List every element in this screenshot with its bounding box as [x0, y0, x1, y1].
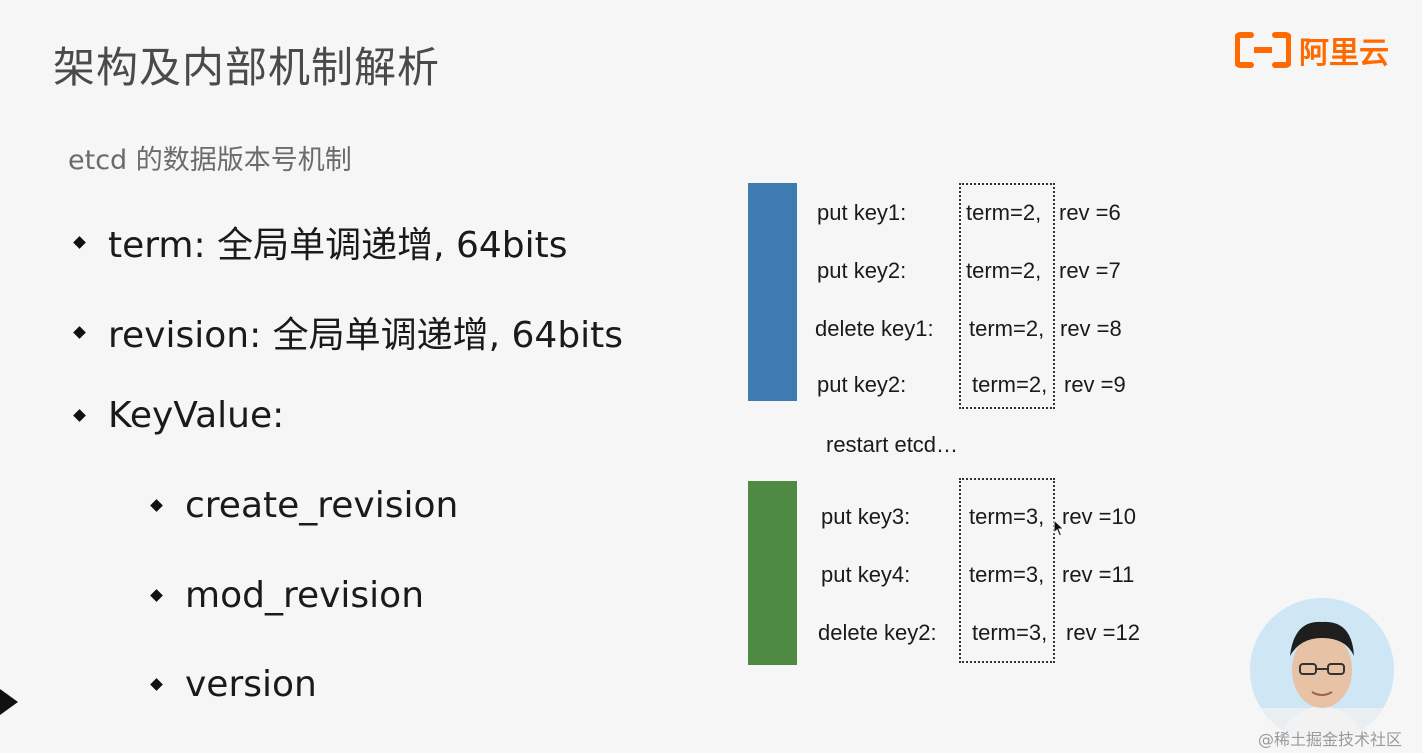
op-label: put key4: [821, 562, 911, 587]
sub-bullet-item: version [150, 664, 317, 705]
rev-label: rev =9 [1064, 372, 1126, 397]
watermark: @稀土掘金技术社区 [1258, 730, 1403, 749]
bullet-dot-icon [73, 235, 86, 249]
rev-label: rev =8 [1060, 316, 1122, 341]
term-label: term=3, [969, 504, 1045, 529]
aliyun-logo: 阿里云 [1235, 30, 1389, 71]
term-column-box-top [959, 183, 1055, 409]
sub-bullet-text: version [185, 664, 317, 705]
bullet-text: KeyValue: [108, 395, 285, 436]
rev-label: rev =11 [1062, 562, 1135, 587]
op-label: put key1: [817, 200, 907, 225]
logo-text: 阿里云 [1299, 36, 1389, 71]
slide-subtitle: etcd 的数据版本号机制 [68, 145, 352, 176]
term2-block [748, 183, 797, 401]
term-label: term=2, [966, 200, 1042, 225]
bullet-item: revision: 全局单调递增, 64bits [73, 306, 624, 358]
op-label: put key2: [817, 258, 907, 283]
op-label: delete key2: [818, 620, 937, 645]
bullet-item: KeyValue: [73, 395, 285, 436]
term-label: term=3, [972, 620, 1048, 645]
op-label: put key3: [821, 504, 911, 529]
presenter-webcam [1250, 598, 1394, 742]
term3-block [748, 481, 797, 665]
bullet-dot-icon [150, 678, 163, 691]
restart-label: restart etcd… [826, 432, 959, 457]
term-label: term=2, [969, 316, 1045, 341]
rev-label: rev =6 [1059, 200, 1121, 225]
bullet-dot-icon [150, 589, 163, 602]
mouse-cursor-icon [1053, 519, 1065, 537]
op-label: delete key1: [815, 316, 934, 341]
op-label: put key2: [817, 372, 907, 397]
bullet-text: term: 全局单调递增, 64bits [108, 225, 568, 266]
term-label: term=3, [969, 562, 1045, 587]
slide-title: 架构及内部机制解析 [53, 43, 441, 92]
bullet-item: term: 全局单调递增, 64bits [73, 216, 568, 268]
term-label: term=2, [972, 372, 1048, 397]
presenter-portrait [1250, 598, 1394, 742]
rev-label: rev =7 [1059, 258, 1121, 283]
rev-label: rev =10 [1062, 504, 1136, 529]
aliyun-logo-icon [1235, 32, 1291, 68]
term-label: term=2, [966, 258, 1042, 283]
sub-bullet-text: create_revision [185, 485, 459, 526]
bullet-dot-icon [73, 325, 86, 339]
play-icon[interactable] [0, 689, 18, 715]
term-column-box-bottom [959, 478, 1055, 663]
sub-bullet-item: mod_revision [150, 575, 425, 616]
sub-bullet-item: create_revision [150, 485, 459, 526]
bullet-dot-icon [150, 499, 163, 512]
bullet-dot-icon [73, 409, 86, 422]
sub-bullet-text: mod_revision [185, 575, 425, 616]
bullet-text: revision: 全局单调递增, 64bits [108, 315, 624, 356]
rev-label: rev =12 [1066, 620, 1140, 645]
